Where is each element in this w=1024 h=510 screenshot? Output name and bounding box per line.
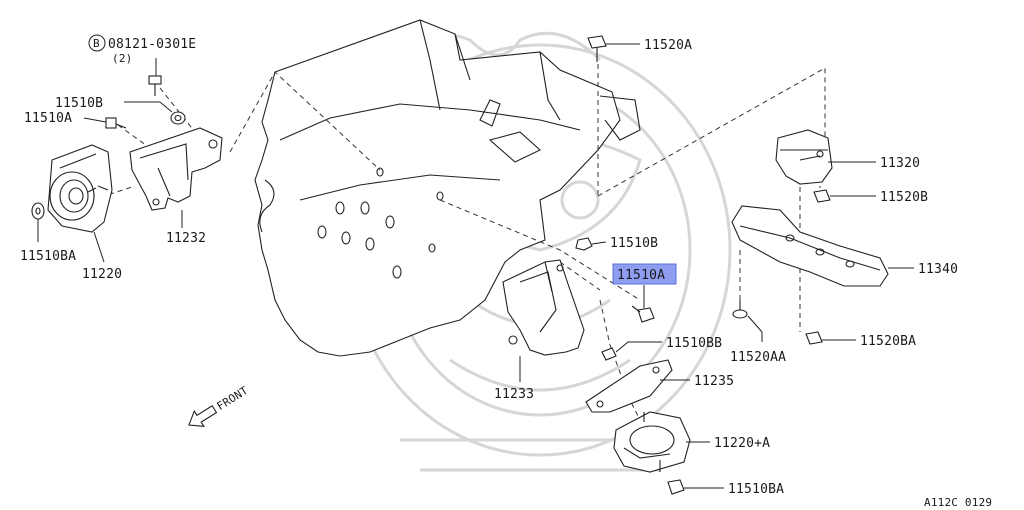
bolt-11510a-center-icon xyxy=(631,305,655,323)
front-label: FRONT xyxy=(215,384,251,413)
callout-labels: B 08121-0301E (2) 11510B 11510A 11510BA … xyxy=(20,34,992,509)
left-mount-group xyxy=(31,75,223,233)
callout-11510b-left[interactable]: 11510B xyxy=(55,96,103,111)
callout-11235[interactable]: 11235 xyxy=(694,374,734,389)
highlight-box xyxy=(612,263,677,285)
callout-11520ba[interactable]: 11520BA xyxy=(860,334,916,349)
callout-11520a[interactable]: 11520A xyxy=(644,38,692,53)
callout-11510a-center[interactable]: 11510A xyxy=(617,268,665,283)
callout-11520aa[interactable]: 11520AA xyxy=(730,350,786,365)
callout-11220a[interactable]: 11220+A xyxy=(714,436,770,451)
nut-11510bb-icon xyxy=(601,347,617,361)
bracket-11232-shape xyxy=(129,127,223,211)
callout-11520b[interactable]: 11520B xyxy=(880,190,928,205)
engine-block xyxy=(254,19,641,357)
bracket-11233-shape xyxy=(502,259,585,356)
callout-11510b-center[interactable]: 11510B xyxy=(610,236,658,251)
callout-11510ba-right[interactable]: 11510BA xyxy=(728,482,784,497)
mount-11320-shape xyxy=(775,129,833,185)
bolt-11520a-icon xyxy=(587,35,607,62)
nut-11520b-icon xyxy=(813,189,831,203)
mount-11220-shape xyxy=(47,144,113,233)
callout-11340[interactable]: 11340 xyxy=(918,262,958,277)
front-direction-arrow: FRONT xyxy=(188,384,251,427)
callout-11510ba-left[interactable]: 11510BA xyxy=(20,249,76,264)
callout-quantity: (2) xyxy=(112,52,132,65)
right-mount-group xyxy=(587,35,889,345)
bolt-11520aa-icon xyxy=(732,300,748,319)
callout-11320[interactable]: 11320 xyxy=(880,156,920,171)
callout-11220[interactable]: 11220 xyxy=(82,267,122,282)
bolt-11510a-icon xyxy=(105,117,127,129)
callout-11232[interactable]: 11232 xyxy=(166,231,206,246)
callout-11510a-left[interactable]: 11510A xyxy=(24,111,72,126)
nut-11510ba-right-icon xyxy=(667,479,685,495)
center-mount-group xyxy=(502,237,691,495)
callout-11233[interactable]: 11233 xyxy=(494,387,534,402)
bolt-08121-icon xyxy=(148,75,162,96)
washer-11510ba-left-icon xyxy=(31,202,45,220)
mount-11220a-shape xyxy=(613,411,691,473)
callout-badge: B xyxy=(93,37,100,50)
page-code: A112C 0129 xyxy=(924,496,992,509)
leader-lines xyxy=(37,43,914,489)
washer-11510b-icon xyxy=(170,111,186,125)
nut-11520ba-icon xyxy=(805,331,823,345)
nut-11510b-center-icon xyxy=(575,237,593,251)
plate-11235-shape xyxy=(585,359,673,413)
callout-text: 08121-0301E xyxy=(108,37,196,52)
callout-08121[interactable]: B 08121-0301E (2) xyxy=(88,34,196,65)
callout-11510bb[interactable]: 11510BB xyxy=(666,336,722,351)
